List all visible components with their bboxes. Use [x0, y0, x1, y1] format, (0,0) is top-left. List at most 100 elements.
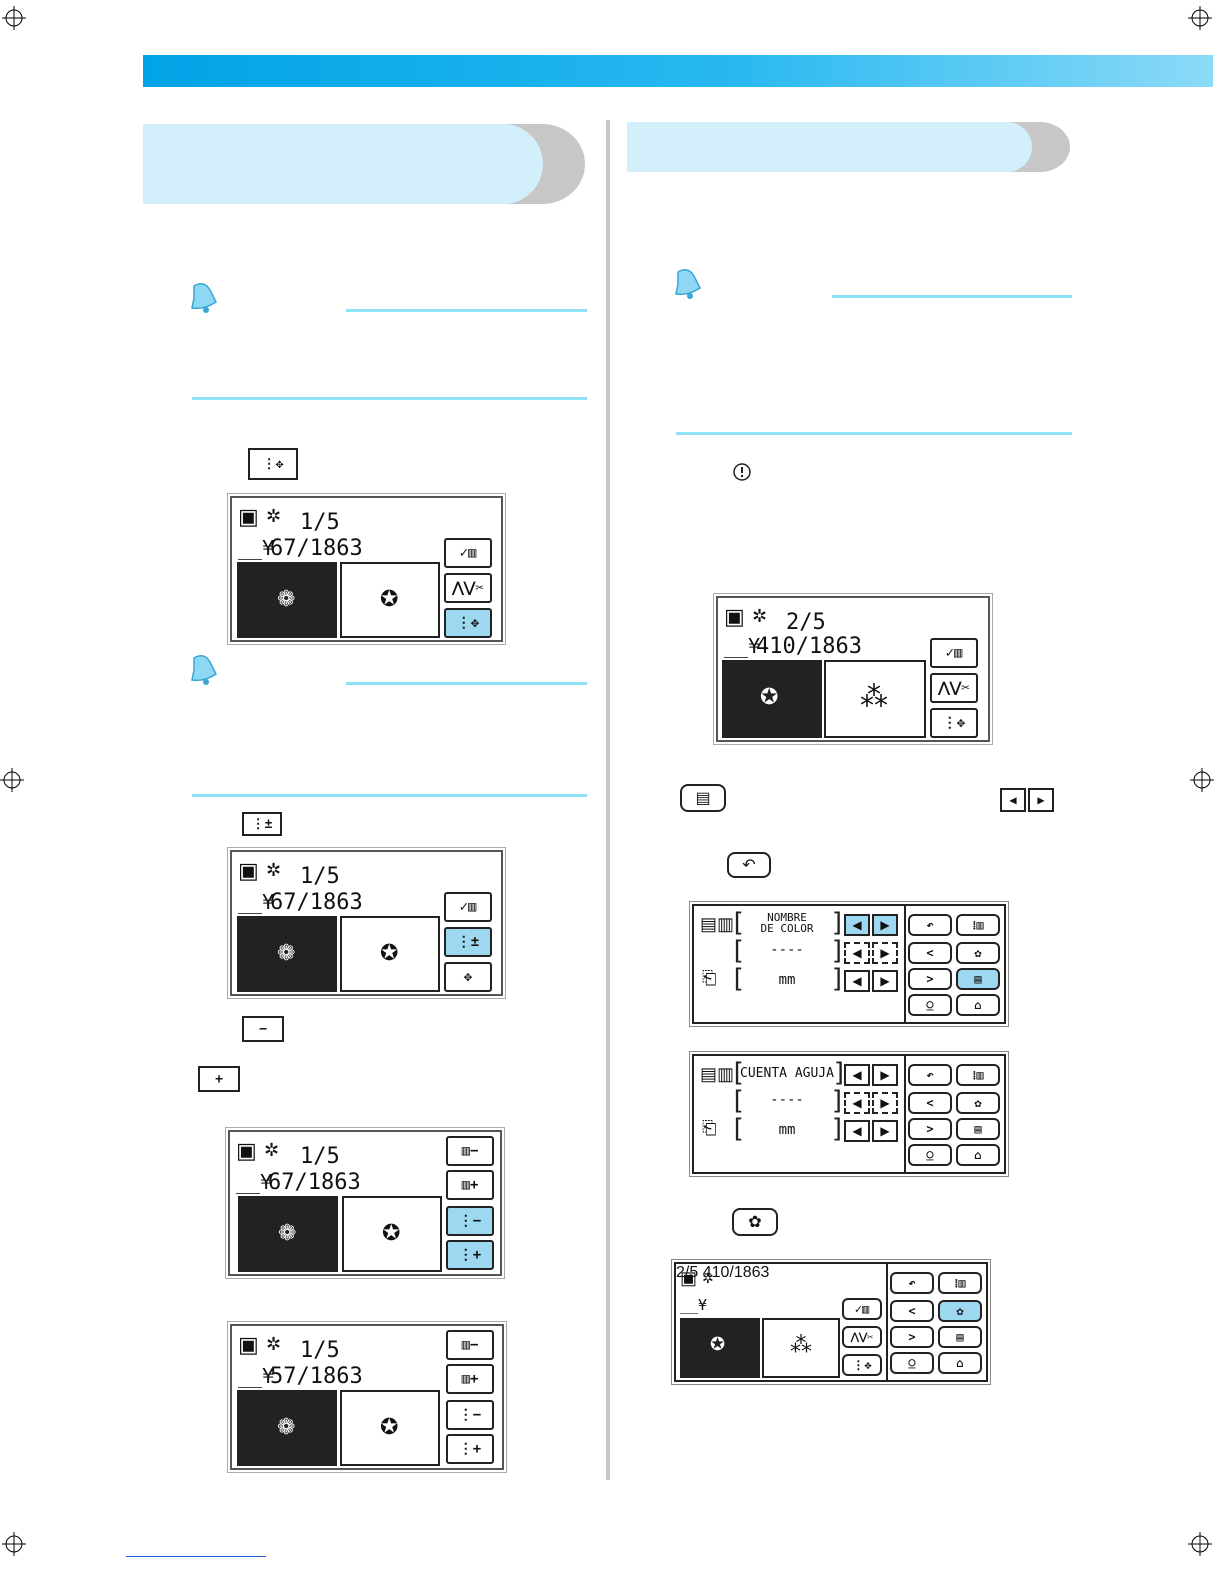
thread-info-icon: ▤▥: [700, 1064, 735, 1084]
embroidery-key[interactable]: ✿: [956, 942, 1000, 964]
right-arrow-icon: ▶: [1028, 788, 1054, 812]
right-key[interactable]: >: [890, 1326, 934, 1348]
needle-move-button[interactable]: ⋮✥: [842, 1354, 882, 1376]
spool-key[interactable]: ⍜: [908, 994, 952, 1016]
bobbin-key[interactable]: ⁞▥: [938, 1272, 982, 1294]
right-key[interactable]: >: [908, 968, 952, 990]
thread-minus-button[interactable]: ▥−: [446, 1136, 494, 1166]
machine-key[interactable]: ⌂: [956, 994, 1000, 1016]
needle-plus-button[interactable]: ⋮+: [446, 1434, 494, 1464]
thread-trim-button[interactable]: ⋀⋁✂: [444, 573, 492, 603]
needle-plus-icon: +: [198, 1066, 240, 1092]
prev-button-disabled[interactable]: ◀: [844, 942, 870, 964]
note-line: [832, 295, 1072, 298]
bell-icon: [191, 283, 217, 313]
embroidery-key[interactable]: ✿: [956, 1092, 1000, 1114]
thread-minus-button[interactable]: ▥−: [446, 1330, 494, 1360]
unit-icon: ⎗: [702, 968, 717, 988]
document-key[interactable]: ▤: [956, 1118, 1000, 1140]
stitch-counter: 67/1863: [270, 890, 363, 915]
bobbin-key[interactable]: ⁞▥: [956, 914, 1000, 936]
thumbnail-next: ✪: [340, 562, 440, 638]
spool-icon: ✲: [702, 1270, 714, 1286]
spool-key[interactable]: ⍜: [908, 1144, 952, 1166]
frame-icon: ▣: [238, 858, 259, 883]
registration-mark: [1188, 1532, 1212, 1556]
stitch-counter: 57/1863: [270, 1364, 363, 1389]
thread-check-button[interactable]: ✓▥: [930, 638, 978, 668]
panel-separator: [904, 906, 906, 1022]
prev-button-disabled[interactable]: ◀: [844, 1092, 870, 1114]
stitch-counter: 410/1863: [702, 1264, 770, 1281]
machine-key[interactable]: ⌂: [956, 1144, 1000, 1166]
thumbnail-next: ✪: [340, 1390, 440, 1466]
thread-plus-button[interactable]: ▥+: [446, 1170, 494, 1200]
settings-panel: ▤▥ [ NOMBRE DE COLOR ] ◀ ▶ [ ---- ] ◀ ▶ …: [689, 901, 1009, 1027]
note-line: [192, 397, 587, 400]
next-button[interactable]: ▶: [872, 1120, 898, 1142]
stitch-counter: 67/1863: [270, 536, 363, 561]
thread-check-button[interactable]: ✓▥: [444, 538, 492, 568]
prev-button[interactable]: ◀: [844, 1064, 870, 1086]
registration-mark: [1190, 768, 1214, 792]
needle-minus-button[interactable]: ⋮−: [446, 1400, 494, 1430]
next-button[interactable]: ▶: [872, 914, 898, 936]
thread-check-button[interactable]: ✓▥: [842, 1298, 882, 1320]
unit-icon: ⎗: [702, 1118, 717, 1138]
document-key-icon: ▤: [680, 784, 726, 812]
spool-icon: ✲: [266, 1334, 282, 1354]
spool-icon: ✲: [264, 1140, 280, 1160]
prev-button[interactable]: ◀: [844, 914, 870, 936]
spool-key[interactable]: ⍜: [890, 1352, 934, 1374]
settings-panel: ▤▥ [ CUENTA AGUJA ] ◀ ▶ [ ---- ] ◀ ▶ ⎗ […: [689, 1051, 1009, 1177]
thread-info-icon: ▤▥: [700, 914, 735, 934]
next-button[interactable]: ▶: [872, 970, 898, 992]
bobbin-key[interactable]: ⁞▥: [956, 1064, 1000, 1086]
right-key[interactable]: >: [908, 1118, 952, 1140]
needle-plus-minus-button[interactable]: ⋮±: [444, 927, 492, 957]
frame-icon: ▣: [238, 504, 259, 529]
next-button[interactable]: ▶: [872, 1064, 898, 1086]
thread-trim-button[interactable]: ⋀⋁✂: [930, 673, 978, 703]
color-counter: 2/5: [676, 1264, 699, 1281]
needle-icon: __¥: [236, 1170, 273, 1194]
needle-minus-button[interactable]: ⋮−: [446, 1206, 494, 1236]
needle-plus-button[interactable]: ⋮+: [446, 1240, 494, 1270]
thumbnail-current: ❁: [238, 1196, 338, 1272]
lcd-screen: ▣ ✲ 2/5 __¥ 410/1863 ✪ ⁂ ✓▥ ⋀⋁✂ ⋮✥: [713, 593, 993, 745]
back-key[interactable]: ↶: [908, 1064, 952, 1086]
document-key[interactable]: ▤: [938, 1326, 982, 1348]
note-line: [676, 432, 1072, 435]
thumbnail-next: ✪: [342, 1196, 442, 1272]
registration-mark: [2, 1532, 26, 1556]
next-button-disabled[interactable]: ▶: [872, 942, 898, 964]
bell-icon: [191, 655, 217, 685]
move-button[interactable]: ✥: [444, 962, 492, 992]
back-key[interactable]: ↶: [908, 914, 952, 936]
panel-separator: [886, 1264, 888, 1380]
unit-field: mm: [778, 1122, 796, 1138]
back-key[interactable]: ↶: [890, 1272, 934, 1294]
needle-icon: __¥: [680, 1296, 708, 1314]
embroidery-key[interactable]: ✿: [938, 1300, 982, 1322]
value-field: ----: [770, 1092, 804, 1108]
needle-move-button[interactable]: ⋮✥: [930, 708, 978, 738]
thread-plus-button[interactable]: ▥+: [446, 1364, 494, 1394]
thumbnail-current: ❁: [237, 1390, 337, 1466]
thumbnail-current: ✪: [722, 660, 822, 738]
left-key[interactable]: <: [908, 942, 952, 964]
left-key[interactable]: <: [890, 1300, 934, 1322]
prev-button[interactable]: ◀: [844, 970, 870, 992]
needle-icon: __¥: [724, 634, 761, 658]
document-key[interactable]: ▤: [956, 968, 1000, 990]
needle-move-button[interactable]: ⋮✥: [444, 608, 492, 638]
prev-button[interactable]: ◀: [844, 1120, 870, 1142]
machine-key[interactable]: ⌂: [938, 1352, 982, 1374]
left-arrow-icon: ◀: [1000, 788, 1026, 812]
thread-check-button[interactable]: ✓▥: [444, 892, 492, 922]
footer-link-line: [126, 1556, 266, 1557]
frame-icon: ▣: [236, 1138, 257, 1163]
next-button-disabled[interactable]: ▶: [872, 1092, 898, 1114]
thread-trim-button[interactable]: ⋀⋁✂: [842, 1326, 882, 1348]
left-key[interactable]: <: [908, 1092, 952, 1114]
